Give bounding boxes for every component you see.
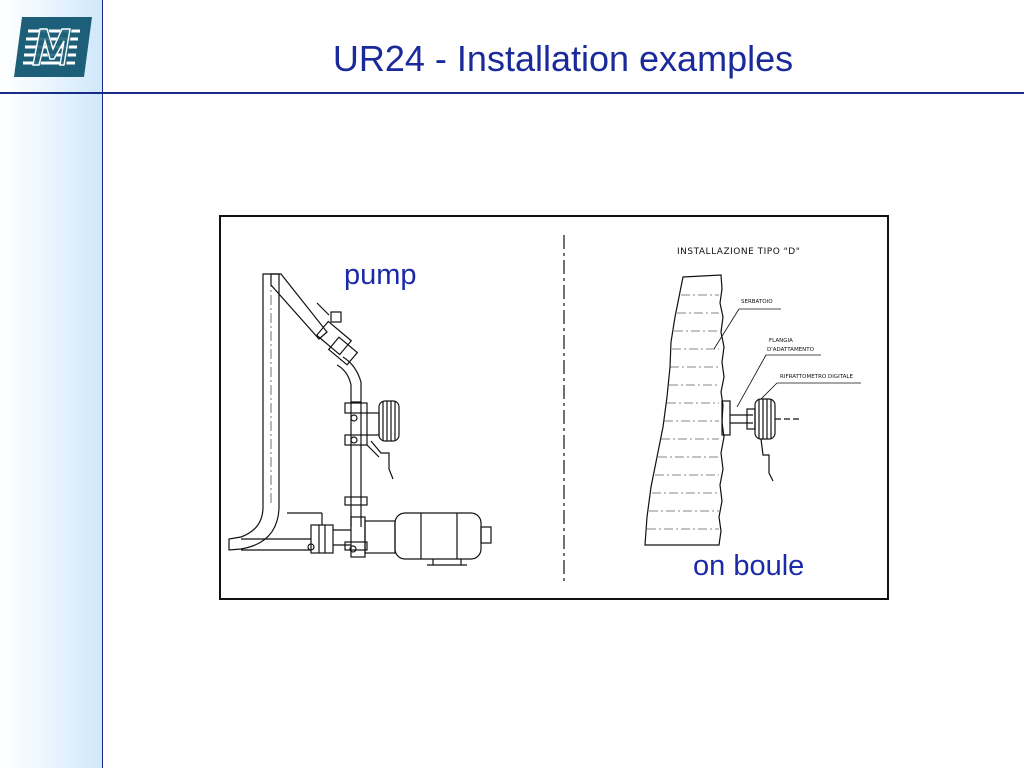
label-serbatoio: SERBATOIO xyxy=(741,299,773,305)
return-pipe xyxy=(228,273,280,551)
label-adattamento: D'ADATTAMENTO xyxy=(767,347,814,353)
caption-pump: pump xyxy=(344,259,417,291)
label-flangia: FLANGIA xyxy=(769,338,793,344)
sidebar-gradient xyxy=(0,0,103,768)
slide-title: UR24 - Installation examples xyxy=(332,38,794,79)
bottom-valve xyxy=(287,512,334,554)
company-logo-icon xyxy=(14,17,92,77)
label-rifrattometro: RIFRATTOMETRO DIGITALE xyxy=(780,374,853,380)
caption-on-boule: on boule xyxy=(693,550,805,582)
installation-diagram: pump on boule INSTALLAZIONE TIPO "D" SER… xyxy=(219,215,889,600)
diagonal-pipe xyxy=(270,273,328,340)
refractometer-pump-side xyxy=(344,400,400,480)
tank-wall xyxy=(644,274,725,546)
header-rule xyxy=(0,92,1024,94)
top-valve xyxy=(315,302,362,403)
pump-body xyxy=(349,512,492,566)
refractometer-boule-side xyxy=(721,398,799,482)
label-installation-type: INSTALLAZIONE TIPO "D" xyxy=(677,247,801,257)
technical-drawing xyxy=(228,235,861,583)
